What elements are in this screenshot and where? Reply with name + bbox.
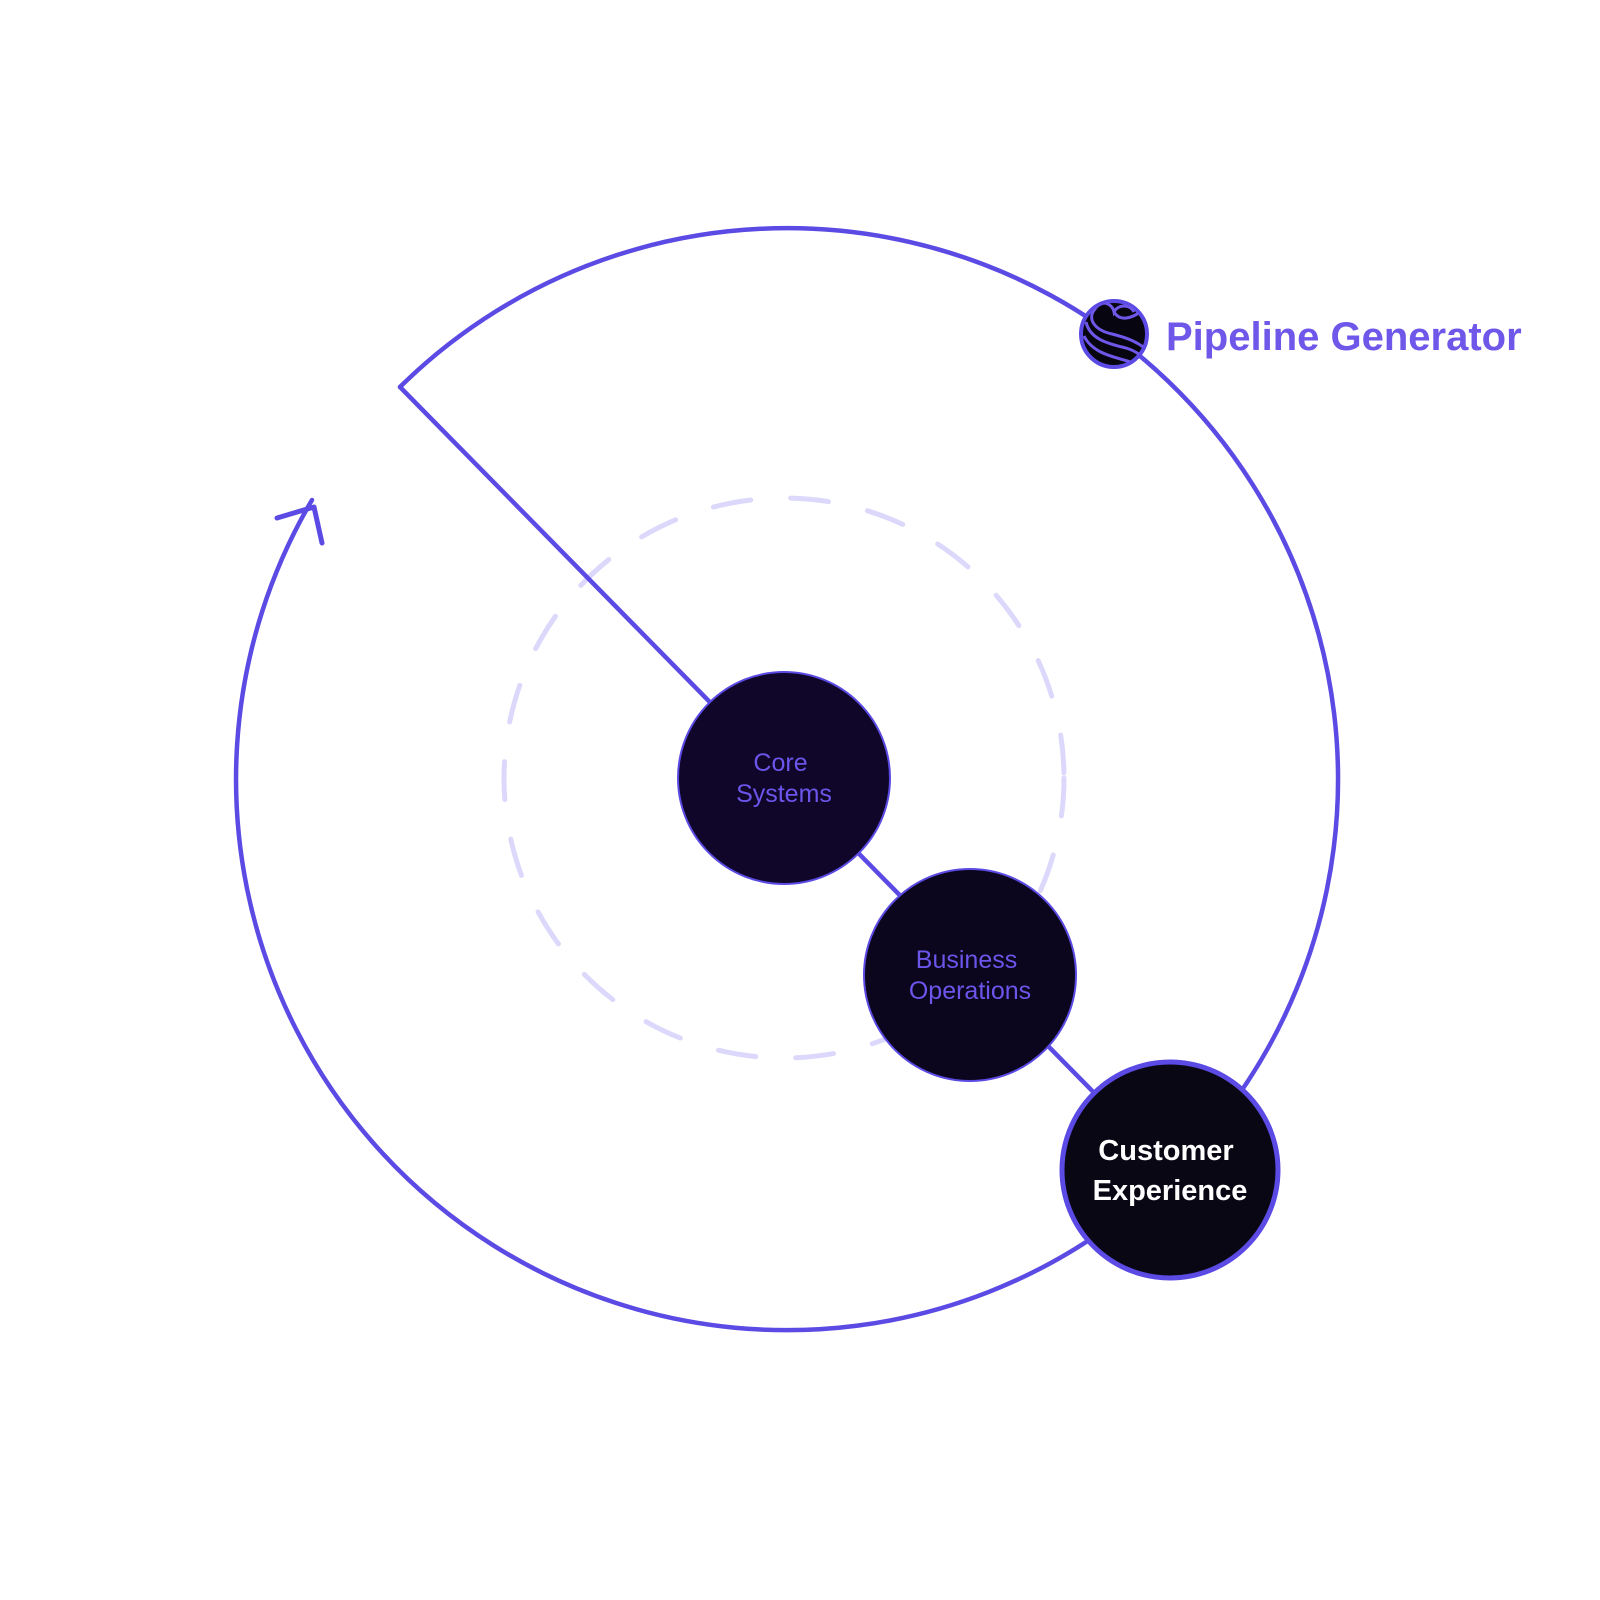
label-line: Experience — [1093, 1175, 1248, 1207]
node-business-operations-circle — [863, 868, 1077, 1082]
node-customer-experience-label: Customer Experience — [1093, 1135, 1248, 1207]
node-core-systems[interactable]: Core Systems — [677, 671, 891, 885]
node-customer-experience-circle — [1059, 1059, 1281, 1281]
label-line: Systems — [736, 780, 832, 808]
wave-globe-icon — [1079, 299, 1149, 369]
label-line: Business — [916, 946, 1017, 974]
node-customer-experience[interactable]: Customer Experience — [1059, 1059, 1281, 1281]
label-line: Customer — [1098, 1135, 1233, 1167]
node-core-systems-circle — [677, 671, 891, 885]
label-line: Core — [753, 749, 807, 777]
dashed-inner-ring — [501, 495, 1067, 1061]
cycle-arrow-icon — [274, 504, 325, 546]
node-business-operations[interactable]: Business Operations — [863, 868, 1077, 1082]
label-line: Operations — [909, 977, 1031, 1005]
node-core-systems-label: Core Systems — [736, 749, 832, 808]
pipeline-generator-label: Pipeline Generator — [1166, 315, 1522, 359]
node-business-operations-label: Business Operations — [909, 946, 1031, 1005]
pipeline-generator-badge[interactable]: Pipeline Generator — [1079, 299, 1522, 372]
